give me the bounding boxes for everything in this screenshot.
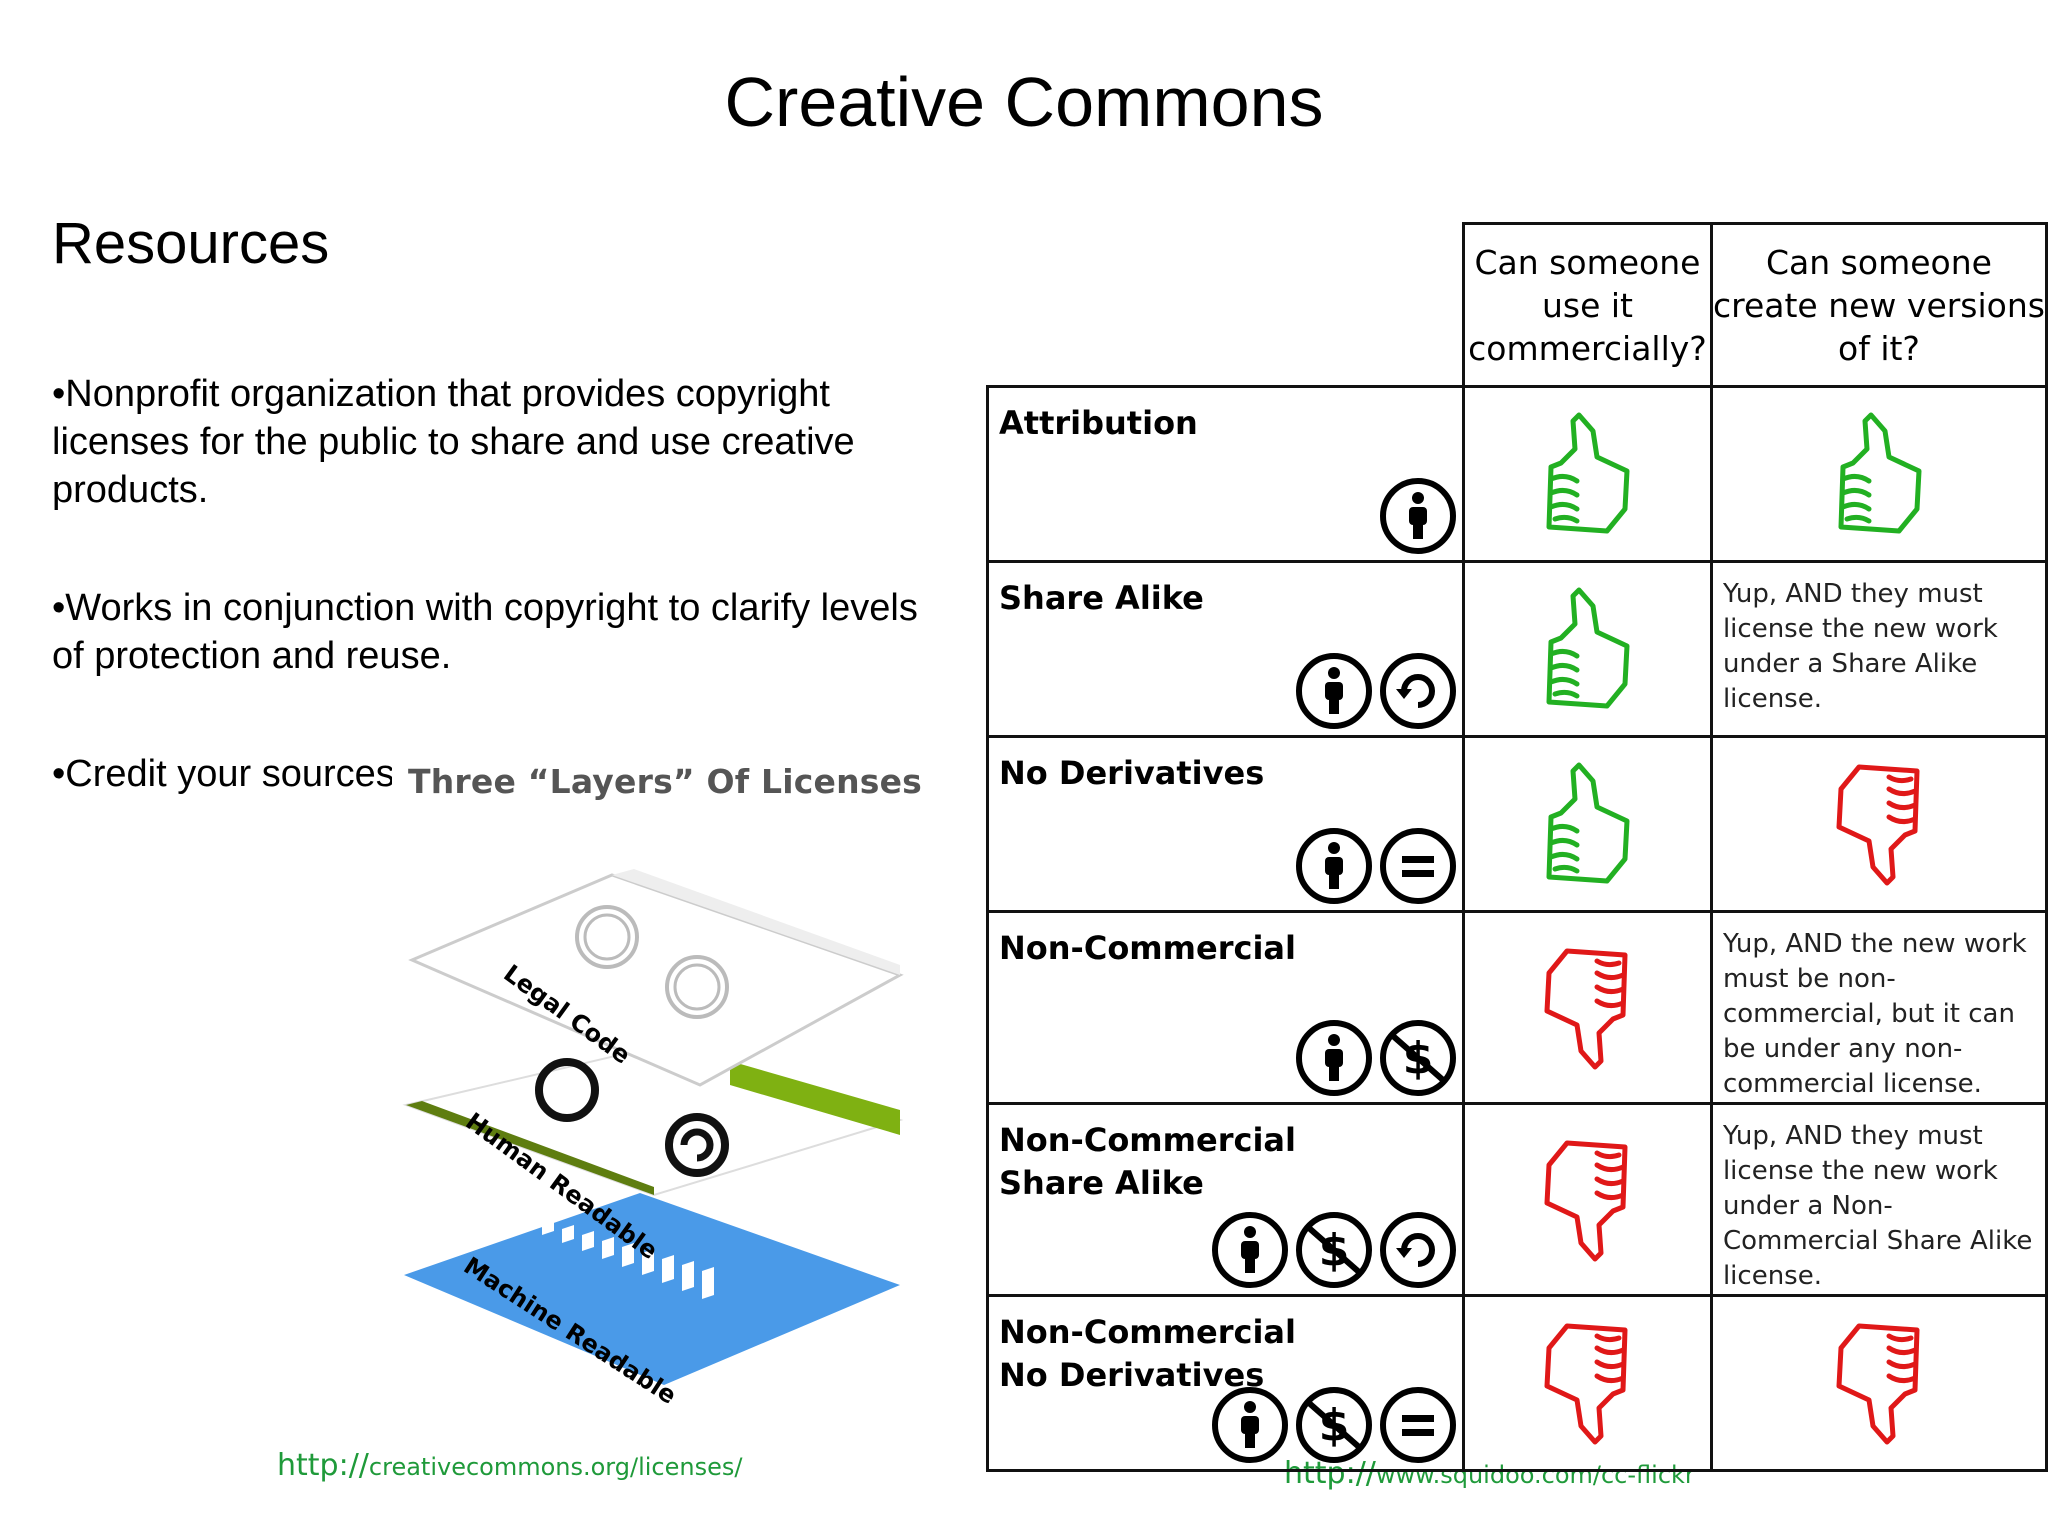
thumbs-down-icon <box>1836 764 1920 886</box>
license-icons <box>1294 826 1458 906</box>
by-icon <box>1296 653 1372 729</box>
derivatives-cell <box>1709 735 2048 913</box>
license-comparison-table: Can someone use it commercially? Can som… <box>986 222 2048 1472</box>
header-corner <box>987 223 1464 388</box>
by-icon <box>1296 1020 1372 1096</box>
license-name-cell: Non-Commercial Share Alike$ <box>986 1102 1465 1297</box>
thumbs-up-icon <box>1546 587 1630 709</box>
barcode-mark <box>542 1219 714 1299</box>
machine-layer <box>404 1193 900 1385</box>
license-name: No Derivatives <box>999 754 1265 792</box>
thumbs-down-icon <box>1836 1323 1920 1445</box>
license-icons <box>1294 651 1458 731</box>
license-name: Non-Commercial Share Alike <box>999 1121 1296 1202</box>
license-name: Non-Commercial <box>999 929 1296 967</box>
thumbs-down-icon <box>1544 1323 1628 1445</box>
derivatives-note: Yup, AND the new work must be non-commer… <box>1722 929 2027 1099</box>
bullet-nonprofit: •Nonprofit organization that provides co… <box>52 373 855 511</box>
by-icon <box>1380 478 1456 554</box>
legal-sa-icon <box>665 955 729 1019</box>
layers-figure-title: Three “Layers” Of Licenses <box>408 762 923 801</box>
license-name: Share Alike <box>999 579 1204 617</box>
table-row: Share Alike Yup, AND they must license th… <box>986 560 2048 738</box>
commercial-cell <box>1462 735 1713 913</box>
link-creativecommons[interactable]: http://creativecommons.org/licenses/ <box>277 1448 742 1483</box>
link-path: creativecommons.org/licenses/ <box>368 1453 743 1481</box>
table-row: Non-Commercial $ Yup, AND the new work mus… <box>986 910 2048 1105</box>
thumbs-up-icon <box>1838 412 1922 534</box>
license-icons <box>1378 476 1458 556</box>
nc-icon: $ <box>1380 1020 1456 1096</box>
header-derivatives: Can someone create new versions of it? <box>1709 222 2048 388</box>
commercial-cell <box>1462 1294 1713 1472</box>
sa-icon <box>1380 1212 1456 1288</box>
derivatives-cell: Yup, AND the new work must be non-commer… <box>1709 910 2048 1105</box>
commercial-cell <box>1462 560 1713 738</box>
nd-icon <box>1380 1387 1456 1463</box>
link-protocol: http:// <box>277 1448 369 1483</box>
nc-icon: $ <box>1296 1387 1372 1463</box>
derivatives-note: Yup, AND they must license the new work … <box>1722 579 1998 714</box>
derivatives-cell: Yup, AND they must license the new work … <box>1709 1102 2048 1297</box>
header-commercial: Can someone use it commercially? <box>1462 222 1713 388</box>
derivatives-cell: Yup, AND they must license the new work … <box>1709 560 2048 738</box>
thumbs-up-icon <box>1546 412 1630 534</box>
commercial-cell <box>1462 1102 1713 1297</box>
layers-illustration: Machine Readable Human Readable Legal Co… <box>402 869 904 1410</box>
commercial-cell <box>1462 385 1713 563</box>
nc-icon: $ <box>1296 1212 1372 1288</box>
thumbs-down-icon <box>1544 1140 1628 1261</box>
human-by-icon <box>535 1058 599 1122</box>
bullet-conjunction: •Works in conjunction with copyright to … <box>52 587 918 677</box>
commercial-cell <box>1462 910 1713 1105</box>
by-icon <box>1212 1387 1288 1463</box>
license-icons: $ <box>1294 1018 1458 1098</box>
thumbs-up-icon <box>1546 762 1630 884</box>
license-name-cell: Non-Commercial No Derivatives$ <box>986 1294 1465 1472</box>
table-header-row: Can someone use it commercially? Can som… <box>987 222 2048 388</box>
license-name-cell: No Derivatives <box>986 735 1465 913</box>
derivatives-cell <box>1709 385 2048 563</box>
table-row: Non-Commercial Share Alike$ Yup, AND they… <box>986 1102 2048 1297</box>
slide-title: Creative Commons <box>724 63 1324 141</box>
license-layers-figure: Machine Readable Human Readable Legal Co… <box>392 745 932 1465</box>
derivatives-note: Yup, AND they must license the new work … <box>1722 1121 2033 1291</box>
license-name-cell: Attribution <box>986 385 1465 563</box>
by-icon <box>1212 1212 1288 1288</box>
license-name: Attribution <box>999 404 1198 442</box>
table-row: Attribution <box>986 385 2048 563</box>
license-name: Non-Commercial No Derivatives <box>999 1313 1296 1394</box>
license-icons: $ <box>1210 1210 1458 1290</box>
by-icon <box>1296 828 1372 904</box>
license-name-cell: Non-Commercial $ <box>986 910 1465 1105</box>
table-row: No Derivatives <box>986 735 2048 913</box>
nd-icon <box>1380 828 1456 904</box>
legal-layer <box>408 873 904 1087</box>
derivatives-cell <box>1709 1294 2048 1472</box>
bullet-credit: •Credit your sources <box>52 753 395 795</box>
human-sa-icon <box>665 1113 729 1177</box>
license-icons: $ <box>1210 1385 1458 1465</box>
thumbs-down-icon <box>1544 948 1628 1069</box>
legal-by-icon <box>575 905 639 969</box>
license-name-cell: Share Alike <box>986 560 1465 738</box>
section-heading: Resources <box>52 211 330 276</box>
sa-icon <box>1380 653 1456 729</box>
table-row: Non-Commercial No Derivatives$ <box>986 1294 2048 1472</box>
